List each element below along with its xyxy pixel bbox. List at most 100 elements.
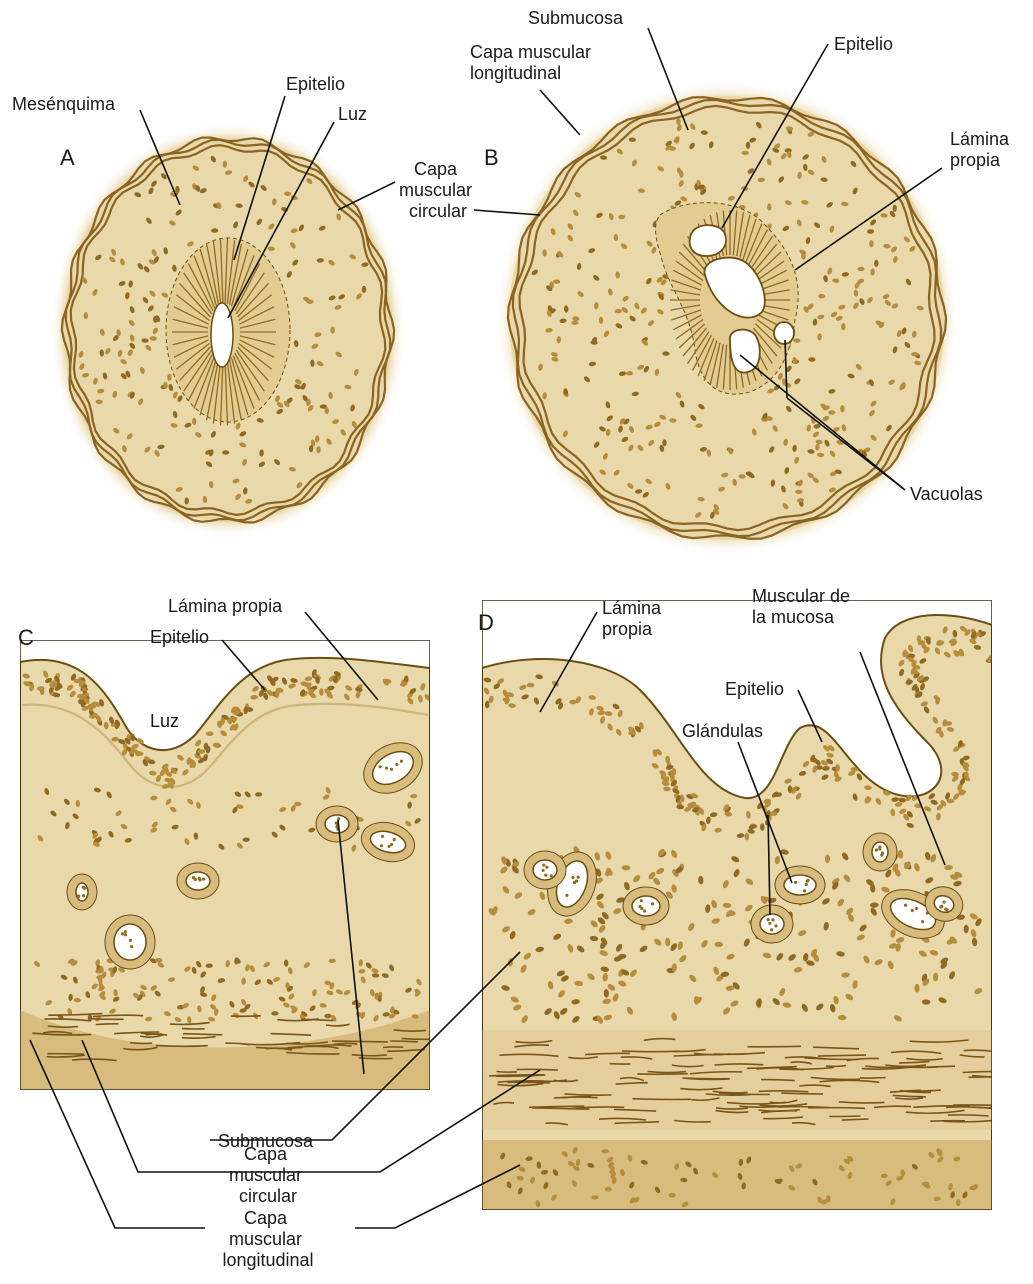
label-line: propia bbox=[602, 619, 653, 639]
gland-cell bbox=[651, 902, 654, 905]
cell bbox=[331, 327, 335, 334]
gland bbox=[751, 905, 793, 943]
gland-cell bbox=[878, 847, 881, 850]
label-line: Muscular de bbox=[752, 586, 850, 606]
muscle-fiber bbox=[497, 1072, 517, 1073]
gland-cell bbox=[124, 930, 127, 933]
muscle-fiber bbox=[231, 1016, 261, 1017]
gland-cell bbox=[198, 877, 201, 880]
label-a-mesenquima: Mesénquima bbox=[12, 94, 116, 114]
cell bbox=[155, 958, 162, 962]
gland-cell bbox=[803, 889, 806, 892]
muscle-fiber bbox=[183, 1034, 222, 1035]
vacuole bbox=[730, 330, 760, 373]
label-line: longitudinal bbox=[470, 63, 561, 83]
gland-cell bbox=[550, 874, 553, 877]
label-ab-capa-circular: Capa muscular circular bbox=[399, 159, 477, 221]
label-line: muscular bbox=[229, 1165, 302, 1185]
gland bbox=[775, 866, 825, 904]
gland-cell bbox=[767, 918, 770, 921]
gland-cell bbox=[770, 928, 773, 931]
label-line: Lámina bbox=[602, 598, 662, 618]
panel-a-cross-section bbox=[50, 122, 406, 538]
gland-cell bbox=[82, 894, 85, 897]
gland bbox=[177, 863, 219, 899]
gland-cell bbox=[129, 939, 132, 942]
label-line: Capa bbox=[244, 1144, 288, 1164]
gland bbox=[623, 887, 669, 925]
cell bbox=[938, 1150, 942, 1157]
label-line: longitudinal bbox=[222, 1250, 313, 1270]
gland-lumen bbox=[76, 883, 88, 901]
gland-cell bbox=[880, 854, 883, 857]
panel-a-label: A bbox=[60, 145, 75, 170]
label-d-muscular: Muscular de la mucosa bbox=[752, 586, 855, 627]
label-c-luz: Luz bbox=[150, 711, 179, 731]
gland-lumen bbox=[186, 872, 210, 890]
muscle-fiber bbox=[96, 1024, 119, 1025]
gland-cell bbox=[335, 821, 338, 824]
muscle-fiber bbox=[808, 1108, 865, 1109]
panel-b-label: B bbox=[484, 145, 499, 170]
gland-lumen bbox=[784, 875, 816, 895]
cell bbox=[206, 731, 214, 736]
label-b-epitelio: Epitelio bbox=[834, 34, 893, 54]
muscle-fiber bbox=[130, 1043, 152, 1044]
muscle-fiber bbox=[554, 1097, 598, 1098]
gland bbox=[105, 915, 155, 969]
muscle-fiber bbox=[383, 1047, 403, 1048]
cell bbox=[857, 267, 864, 271]
label-line: Capa bbox=[414, 159, 458, 179]
label-b-submucosa: Submucosa bbox=[528, 8, 624, 28]
cell bbox=[591, 340, 598, 344]
cell bbox=[316, 446, 320, 453]
label-d-lamina: Lámina propia bbox=[602, 598, 666, 639]
muscle-fiber bbox=[390, 1041, 417, 1042]
cell bbox=[669, 1193, 676, 1197]
panel-b-cross-section bbox=[495, 80, 959, 556]
muscle-fiber bbox=[508, 1082, 550, 1083]
gland-cell bbox=[805, 883, 808, 886]
muscle-fiber bbox=[141, 1033, 162, 1034]
muscle-fiber bbox=[682, 1078, 729, 1079]
gland-cell bbox=[544, 874, 547, 877]
muscle-fiber bbox=[963, 1072, 1001, 1073]
muscle-fiber bbox=[842, 1119, 869, 1120]
muscle-fiber bbox=[779, 1107, 829, 1108]
gland-lumen bbox=[872, 842, 888, 862]
gland-cell bbox=[638, 905, 641, 908]
leader-b-longitudinal bbox=[540, 90, 580, 135]
label-b-longitudinal: Capa muscular longitudinal bbox=[470, 42, 596, 83]
gland-cell bbox=[202, 878, 205, 881]
vacuole bbox=[774, 322, 794, 344]
gland-cell bbox=[121, 932, 124, 935]
label-b-lamina: Lámina propia bbox=[950, 129, 1014, 170]
gland-cell bbox=[542, 864, 545, 867]
panel-d-circular-muscle bbox=[482, 1030, 992, 1130]
gland-cell bbox=[124, 933, 127, 936]
cell bbox=[362, 286, 366, 293]
cell bbox=[956, 1199, 960, 1206]
label-capa-circular: Capa muscular circular bbox=[229, 1144, 307, 1206]
gland-lumen bbox=[114, 924, 146, 960]
muscle-fiber bbox=[90, 1019, 124, 1020]
panel-d-longitudinal-muscle bbox=[482, 1140, 992, 1210]
cell bbox=[874, 260, 878, 267]
muscle-fiber bbox=[47, 1054, 84, 1055]
label-line: propia bbox=[950, 150, 1001, 170]
cell bbox=[767, 203, 771, 210]
muscle-fiber bbox=[826, 1066, 846, 1067]
gland-cell bbox=[643, 909, 646, 912]
label-line: Capa muscular bbox=[470, 42, 591, 62]
muscle-fiber bbox=[860, 1078, 886, 1079]
label-b-vacuolas: Vacuolas bbox=[910, 484, 983, 504]
gland-cell bbox=[806, 880, 809, 883]
vacuole bbox=[690, 225, 726, 256]
label-c-epitelio: Epitelio bbox=[150, 627, 209, 647]
gland-cell bbox=[774, 924, 777, 927]
panel-c-label: C bbox=[18, 625, 34, 650]
muscle-fiber bbox=[637, 1074, 688, 1075]
gland-cell bbox=[77, 895, 80, 898]
